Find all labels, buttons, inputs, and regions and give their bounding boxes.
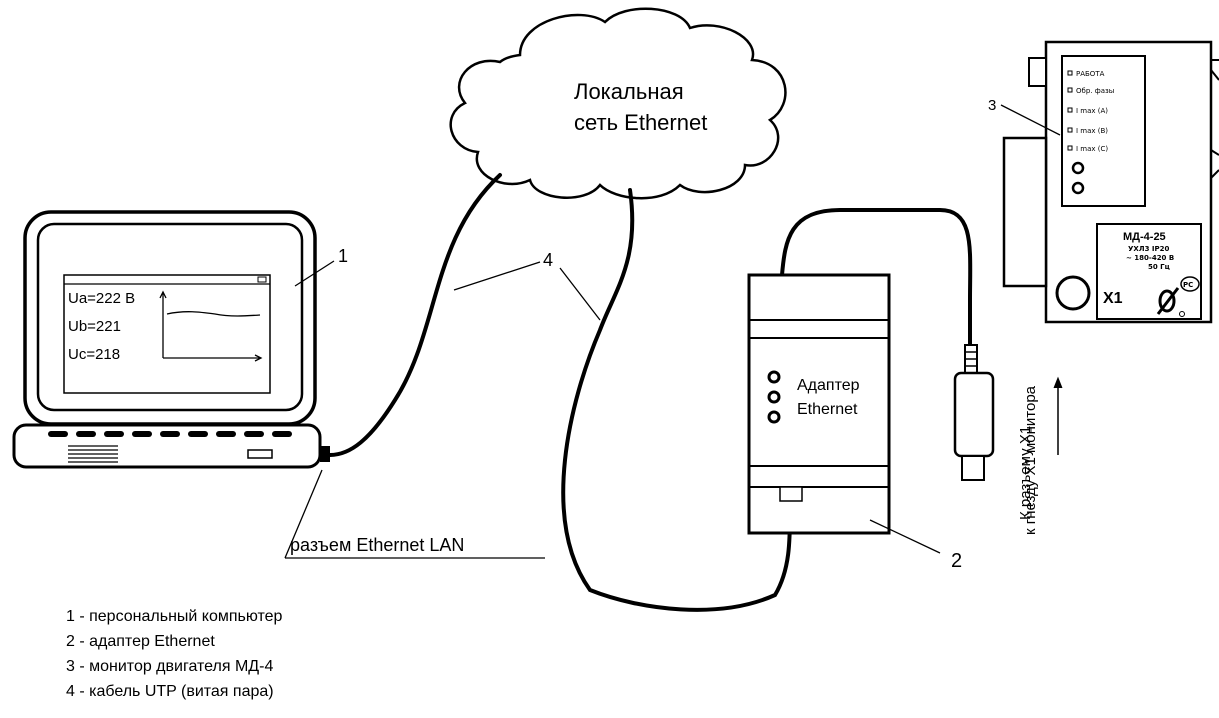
reading-ub: Ub=221 (68, 318, 121, 335)
monitor-spec2: ~ 180-420 В (1126, 254, 1174, 262)
cable-cloud-adapter (561, 188, 792, 612)
motor-monitor: РАБОТА Обр. фазы I max (A) I max (B) I m… (1002, 40, 1219, 324)
adapter-label-line2: Ethernet (797, 401, 858, 418)
legend-item-2: 2 - адаптер Ethernet (66, 633, 215, 650)
double-insulation-icon (1156, 287, 1185, 317)
port-label: разъем Ethernet LAN (290, 535, 464, 555)
cloud-label-line2: сеть Ethernet (574, 110, 707, 135)
cert-mark: РС (1183, 281, 1193, 289)
callout-2: 2 (951, 550, 962, 572)
connector-x1-label: X1 (1103, 290, 1123, 307)
callout-1: 1 (338, 246, 348, 266)
legend-item-1: 1 - персональный компьютер (66, 608, 283, 625)
monitor-spec3: 50 Гц (1148, 263, 1170, 271)
legend-item-3: 3 - монитор двигателя МД-4 (66, 658, 273, 675)
connector-label-line2: К разъему X1 (1017, 426, 1034, 520)
laptop: Ua=222 В Ub=221 Uc=218 (12, 210, 330, 469)
indicator-2: I max (A) (1076, 107, 1108, 115)
monitor-spec1: УХЛ3 IP20 (1128, 245, 1170, 253)
legend-item-4: 4 - кабель UTP (витая пара) (66, 683, 274, 700)
indicator-0: РАБОТА (1076, 70, 1105, 78)
indicator-3: I max (B) (1076, 127, 1108, 135)
callout-4: 4 (543, 250, 553, 270)
cable-laptop-cloud (328, 173, 502, 457)
cert-mark-icon (1180, 276, 1200, 292)
x1-socket (1055, 275, 1091, 311)
ethernet-adapter: Адаптер Ethernet (747, 273, 891, 535)
adapter-label-line1: Адаптер (797, 377, 860, 394)
cloud-label-line1: Локальная (574, 79, 684, 104)
indicator-4: I max (C) (1076, 145, 1108, 153)
reading-uc: Uc=218 (68, 346, 120, 363)
legend: 1 - персональный компьютер 2 - адаптер E… (66, 608, 283, 700)
monitor-model: МД-4-25 (1123, 231, 1166, 243)
callout-3: 3 (988, 97, 996, 114)
reading-ua: Ua=222 В (68, 290, 135, 307)
utp-cables (328, 173, 973, 612)
connector-label-line1: к гнезду X1 монитора (1022, 385, 1039, 535)
lan-cloud: Локальная сеть Ethernet (449, 7, 787, 200)
connector-plug (953, 344, 995, 481)
cable-adapter-connector (780, 208, 973, 347)
app-window (63, 274, 271, 394)
indicator-1: Обр. фазы (1076, 87, 1114, 95)
